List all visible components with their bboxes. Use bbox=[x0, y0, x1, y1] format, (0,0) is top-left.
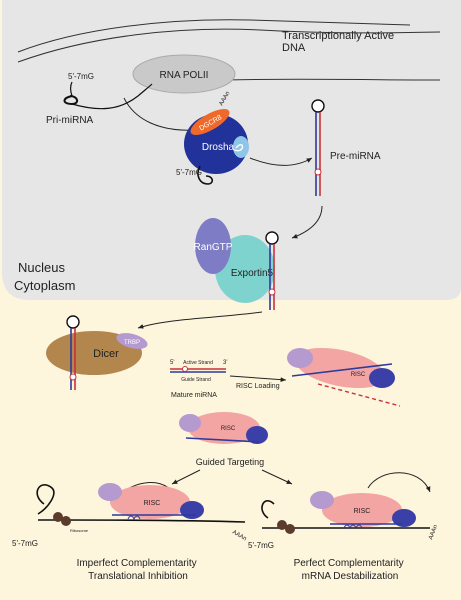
arrow-to-exportin bbox=[291, 205, 323, 239]
rangtp bbox=[195, 218, 231, 274]
pri-mirna-label: Pri-miRNA bbox=[46, 115, 94, 126]
trbp bbox=[116, 333, 148, 349]
risc-complex-loading bbox=[287, 347, 401, 407]
rna-pol-ii-label: RNA POLII bbox=[160, 70, 209, 81]
mature-mirna-duplex bbox=[170, 366, 226, 373]
dna-label: Transcriptionally Active DNA bbox=[282, 30, 397, 54]
destabilization-arc bbox=[367, 472, 431, 493]
risc-label-2: RISC bbox=[221, 426, 236, 432]
three-prime-label: 3' bbox=[223, 360, 227, 366]
arrow-to-dicer bbox=[137, 311, 263, 329]
pri-mirna-transcript bbox=[63, 81, 153, 110]
arrow-to-drosha bbox=[123, 97, 197, 133]
drosha-bound-rna bbox=[233, 143, 244, 152]
mature-mirna-label: Mature miRNA bbox=[171, 392, 217, 399]
five-prime-label: 5' bbox=[170, 360, 174, 366]
exported-pre-mirna bbox=[265, 231, 279, 310]
arrow-to-right-outcome bbox=[261, 469, 293, 485]
dicer bbox=[46, 331, 142, 375]
drosha-pocket bbox=[233, 136, 249, 158]
dicer-label: Dicer bbox=[93, 348, 119, 360]
cap-label-2: 5'-7mG bbox=[176, 168, 202, 177]
risc-complex-left bbox=[98, 483, 204, 521]
arrow-to-left-outcome bbox=[171, 469, 201, 485]
risc-loading-label: RISC Loading bbox=[236, 383, 280, 390]
risc-label-3: RISC bbox=[144, 500, 161, 507]
drosha-label: Drosha bbox=[202, 142, 235, 153]
right-outcome-mrna bbox=[261, 500, 430, 534]
trbp-label: TRBP bbox=[124, 340, 140, 346]
dicer-bound-hairpin bbox=[66, 315, 80, 390]
arrow-risc-loading bbox=[229, 375, 287, 383]
cap-label-4: 5'-7mG bbox=[248, 541, 274, 550]
ribosome-label: Ribosome bbox=[70, 528, 89, 533]
exportin5-label: Exportin5 bbox=[231, 268, 274, 279]
risc-label-4: RISC bbox=[354, 508, 371, 515]
cap-label-3: 5'-7mG bbox=[12, 539, 38, 548]
dgcr8 bbox=[190, 109, 230, 135]
dna-strands bbox=[17, 19, 441, 81]
active-strand-label: Active Strand bbox=[183, 360, 213, 366]
left-outcome-mrna bbox=[36, 484, 246, 526]
risc-complex-right bbox=[310, 491, 416, 530]
outcome-right-caption: Perfect Complementarity mRNA Destabiliza… bbox=[294, 558, 407, 582]
pre-mirna-label: Pre-miRNA bbox=[330, 151, 381, 162]
arrow-to-pre-mirna bbox=[249, 157, 313, 166]
cytoplasm-label: Cytoplasm bbox=[14, 278, 75, 293]
guide-strand-label: Guide Strand bbox=[181, 377, 211, 383]
cap-label-1: 5'-7mG bbox=[68, 72, 94, 81]
outcome-left-caption: Imperfect Complementarity Translational … bbox=[77, 558, 200, 582]
rangtp-label: RanGTP bbox=[194, 242, 233, 253]
drosha-tail-rna bbox=[197, 165, 214, 185]
aaan-label-3: AAAn bbox=[428, 524, 439, 540]
guided-targeting-label: Guided Targeting bbox=[196, 457, 264, 467]
risc-complex-targeting bbox=[179, 412, 268, 444]
rna-pol-ii bbox=[132, 54, 236, 94]
nucleus-label: Nucleus bbox=[18, 260, 65, 275]
risc-label-1: RISC bbox=[351, 372, 366, 378]
pre-mirna-hairpin bbox=[311, 99, 325, 196]
